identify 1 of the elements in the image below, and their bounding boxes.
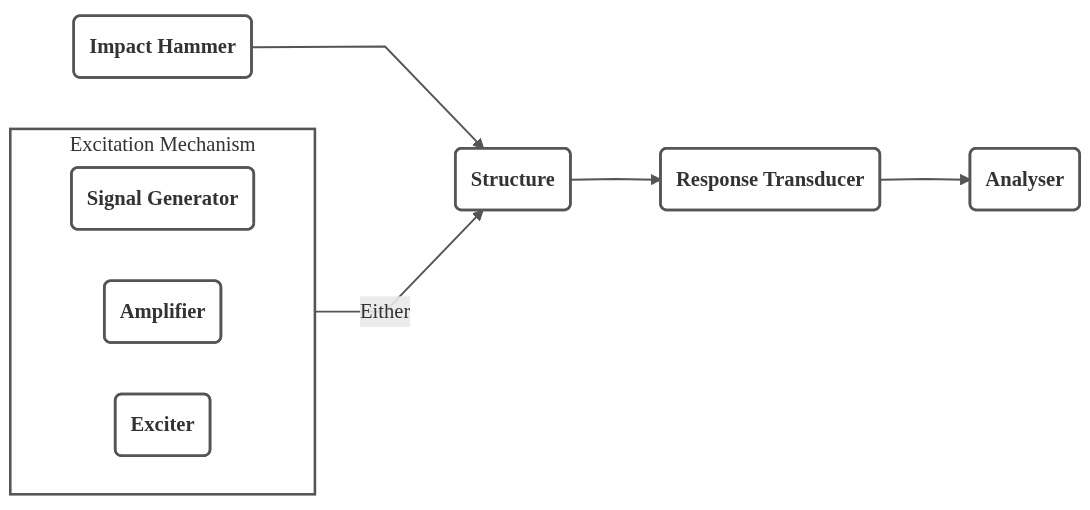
edge-label: Either [359, 300, 411, 322]
